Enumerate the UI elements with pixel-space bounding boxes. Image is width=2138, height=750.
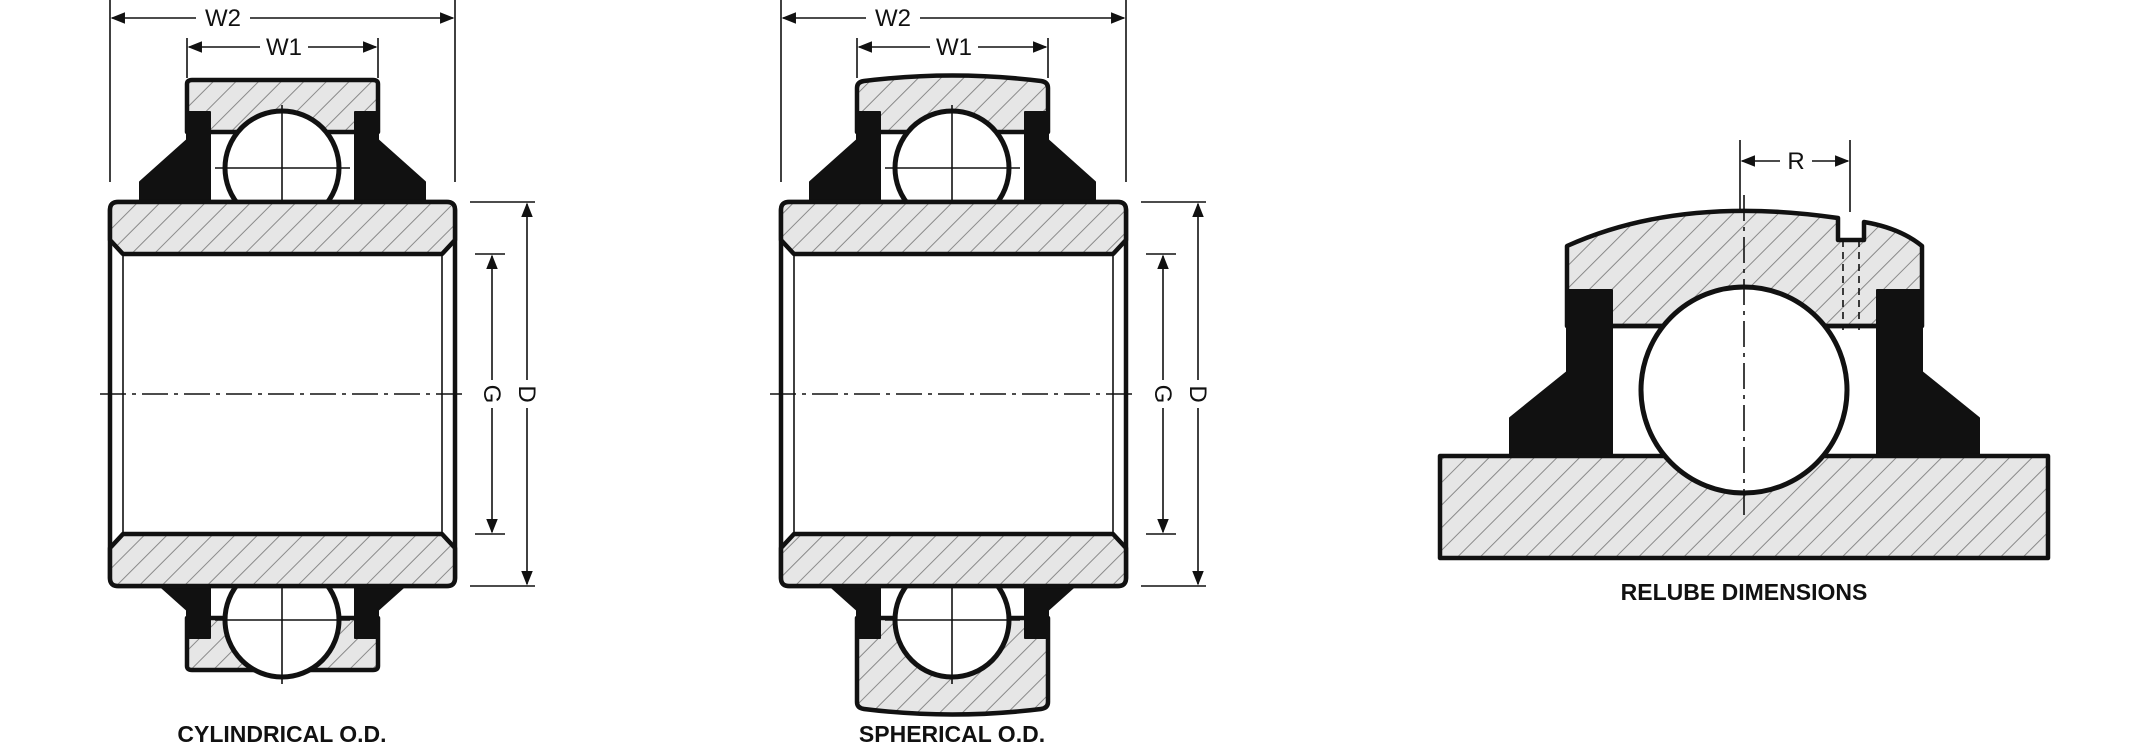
w1-label: W1 — [936, 34, 972, 61]
outer-ring-top — [854, 73, 1051, 135]
d-label: D — [1184, 385, 1211, 402]
d-label: D — [513, 385, 540, 402]
inner-ring-top-section — [107, 199, 458, 257]
caption-relube: RELUBE DIMENSIONS — [1621, 579, 1868, 605]
w2-label: W2 — [875, 5, 911, 32]
cylindrical-bearing: W2 W1 G — [100, 0, 540, 747]
relube-seal-left — [1509, 289, 1613, 457]
r-label: R — [1787, 148, 1804, 175]
seal-top-right — [1024, 111, 1096, 203]
w1-label: W1 — [266, 34, 302, 61]
relube-outer-ring — [1564, 208, 1925, 329]
relube-section: R RELUBE DIMENSIONS — [1437, 140, 2051, 605]
seal-top-right — [354, 111, 426, 203]
g-label: G — [478, 385, 505, 404]
inner-ring-bottom-section — [107, 531, 458, 589]
seal-top-left — [809, 111, 881, 203]
seal-top-left — [139, 111, 211, 203]
relube-seal-right — [1876, 289, 1980, 457]
spherical-bearing: W2 W1 G D SPHERICAL O.D. — [770, 0, 1211, 747]
inner-ring-bottom-section — [778, 531, 1129, 589]
inner-ring-top-section — [778, 199, 1129, 257]
caption-cylindrical: CYLINDRICAL O.D. — [177, 721, 386, 747]
caption-spherical: SPHERICAL O.D. — [859, 721, 1045, 747]
w2-label: W2 — [205, 5, 241, 32]
g-label: G — [1149, 385, 1176, 404]
